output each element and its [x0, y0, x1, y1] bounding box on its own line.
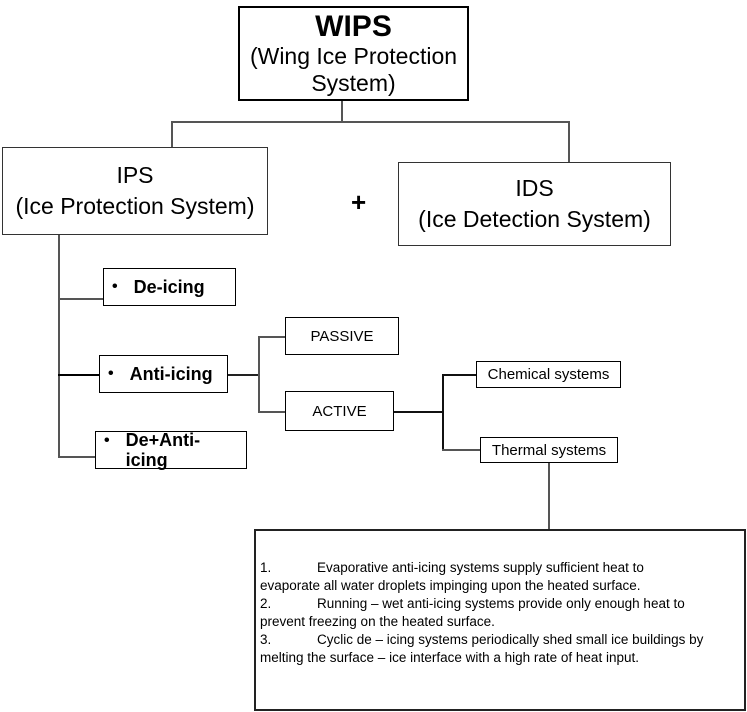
note-number: 1. [260, 560, 272, 575]
plus-sign: + [351, 187, 367, 217]
ips-subtitle: (Ice Protection System) [15, 193, 255, 219]
note-text-continued: evaporate all water droplets impinging u… [260, 578, 641, 593]
antiicing-box: • Anti-icing [99, 355, 228, 393]
deicing-label: De-icing [133, 276, 205, 297]
connector-wips-down [341, 101, 343, 122]
connector-active-out [394, 411, 443, 413]
antiicing-label: Anti-icing [129, 363, 213, 384]
connector-top-horizontal [171, 121, 569, 123]
passive-label: PASSIVE [310, 327, 374, 345]
wips-box: WIPS (Wing Ice Protection System) [238, 6, 469, 101]
ids-title: IDS [515, 175, 554, 201]
active-box: ACTIVE [285, 391, 394, 431]
note-number: 3. [260, 632, 272, 647]
de-anti-icing-box: • De+Anti- icing [95, 430, 247, 470]
connector-to-passive [258, 336, 286, 338]
de-anti-icing-label: De+Anti- icing [126, 430, 201, 470]
connector-to-antiicing [58, 374, 100, 376]
connector-anti-branch [258, 336, 260, 412]
ids-subtitle: (Ice Detection System) [418, 206, 651, 232]
note-text: Running – wet anti-icing systems provide… [317, 596, 685, 611]
note-text-continued: melting the surface – ice interface with… [260, 650, 639, 665]
connector-to-thermal [442, 449, 481, 451]
connector-to-deanti [58, 456, 96, 458]
connector-ips-trunk [58, 235, 60, 457]
ips-box: IPS (Ice Protection System) [2, 147, 268, 235]
deicing-box: • De-icing [103, 268, 236, 306]
connector-antiicing-out [228, 374, 259, 376]
wips-subtitle-line1: (Wing Ice Protection [249, 42, 458, 69]
thermal-systems-box: Thermal systems [480, 437, 618, 463]
thermal-systems-label: Thermal systems [491, 441, 607, 459]
passive-box: PASSIVE [285, 317, 399, 355]
bullet-icon: • [108, 365, 114, 382]
de-anti-icing-label-line1: De+Anti- [125, 430, 201, 450]
ids-box: IDS (Ice Detection System) [398, 162, 671, 246]
bullet-icon: • [112, 278, 118, 295]
de-anti-icing-label-line2: icing [125, 450, 168, 470]
chemical-systems-box: Chemical systems [476, 361, 621, 388]
connector-thermal-to-notes [548, 463, 550, 530]
thermal-notes-box: 1. Evaporative anti-icing systems supply … [254, 529, 746, 711]
note-item-2: 2. Running – wet anti-icing systems provi… [260, 595, 744, 631]
note-number: 2. [260, 596, 272, 611]
active-label: ACTIVE [312, 402, 367, 420]
note-text-continued: prevent freezing on the heated surface. [260, 614, 495, 629]
bullet-icon: • [104, 432, 110, 449]
connector-to-ips [171, 121, 173, 148]
connector-to-deicing [58, 298, 104, 300]
connector-to-ids [568, 121, 570, 163]
wips-title: WIPS [315, 9, 392, 43]
connector-to-chemical [442, 374, 477, 376]
ips-title: IPS [116, 162, 154, 188]
connector-to-active [258, 411, 286, 413]
note-text: Cyclic de – icing systems periodically s… [317, 632, 704, 647]
connector-active-branch [442, 374, 444, 450]
note-item-3: 3. Cyclic de – icing systems periodically… [260, 631, 744, 667]
note-item-1: 1. Evaporative anti-icing systems supply … [260, 559, 744, 595]
note-text: Evaporative anti-icing systems supply su… [317, 560, 644, 575]
chemical-systems-label: Chemical systems [487, 366, 610, 383]
wips-subtitle-line2: System) [311, 69, 396, 96]
